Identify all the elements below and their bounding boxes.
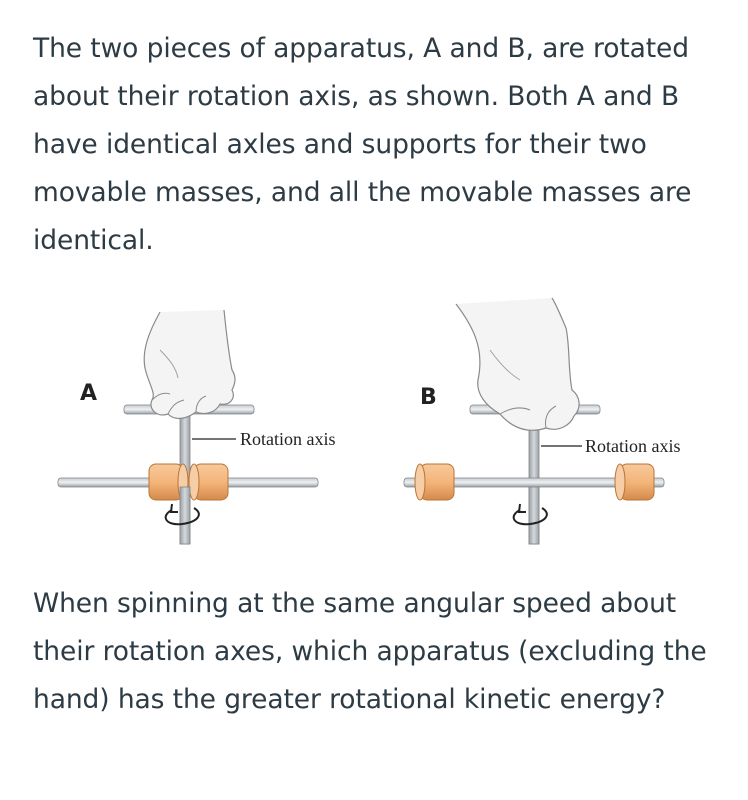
rotation-arrow-a-icon	[164, 503, 200, 526]
label-a: A	[80, 381, 97, 406]
axle-a-lower	[179, 486, 191, 545]
rotation-arrow-b-icon	[512, 503, 548, 526]
rotation-axis-label-b: Rotation axis	[585, 436, 681, 456]
rotation-axis-label-a: Rotation axis	[240, 429, 336, 449]
apparatus-diagram: A Rotation	[57, 297, 681, 545]
apparatus-figure: A Rotation	[0, 290, 748, 560]
intro-paragraph: The two pieces of apparatus, A and B, ar…	[33, 33, 692, 256]
mass-a-right	[188, 463, 229, 501]
label-b: B	[420, 385, 437, 410]
hand-b-icon	[455, 297, 580, 431]
apparatus-a: A Rotation	[57, 309, 336, 545]
apparatus-b: B Rotation axis	[403, 297, 681, 545]
axle-b-lower	[528, 486, 540, 545]
question-paragraph: When spinning at the same angular speed …	[33, 588, 707, 715]
mass-b-left	[414, 463, 455, 501]
mass-b-right	[614, 463, 655, 501]
hand-a-icon	[143, 309, 236, 420]
